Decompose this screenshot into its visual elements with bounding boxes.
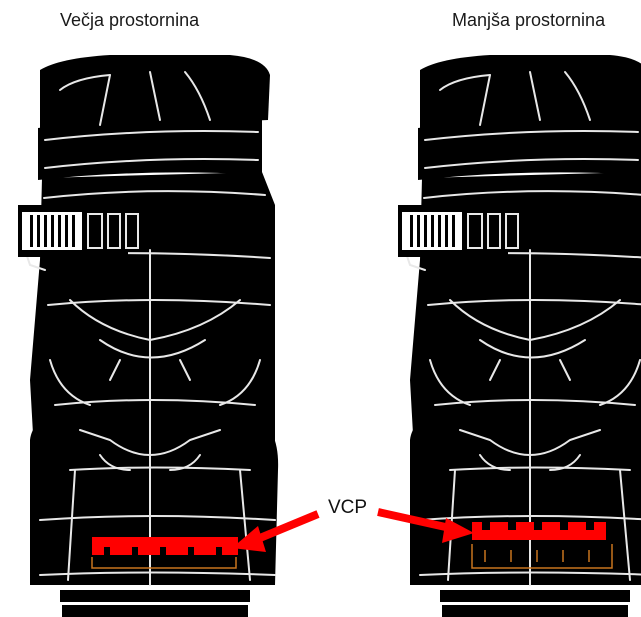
vcp-label: VCP bbox=[328, 497, 367, 519]
boot-larger-volume bbox=[18, 55, 278, 617]
